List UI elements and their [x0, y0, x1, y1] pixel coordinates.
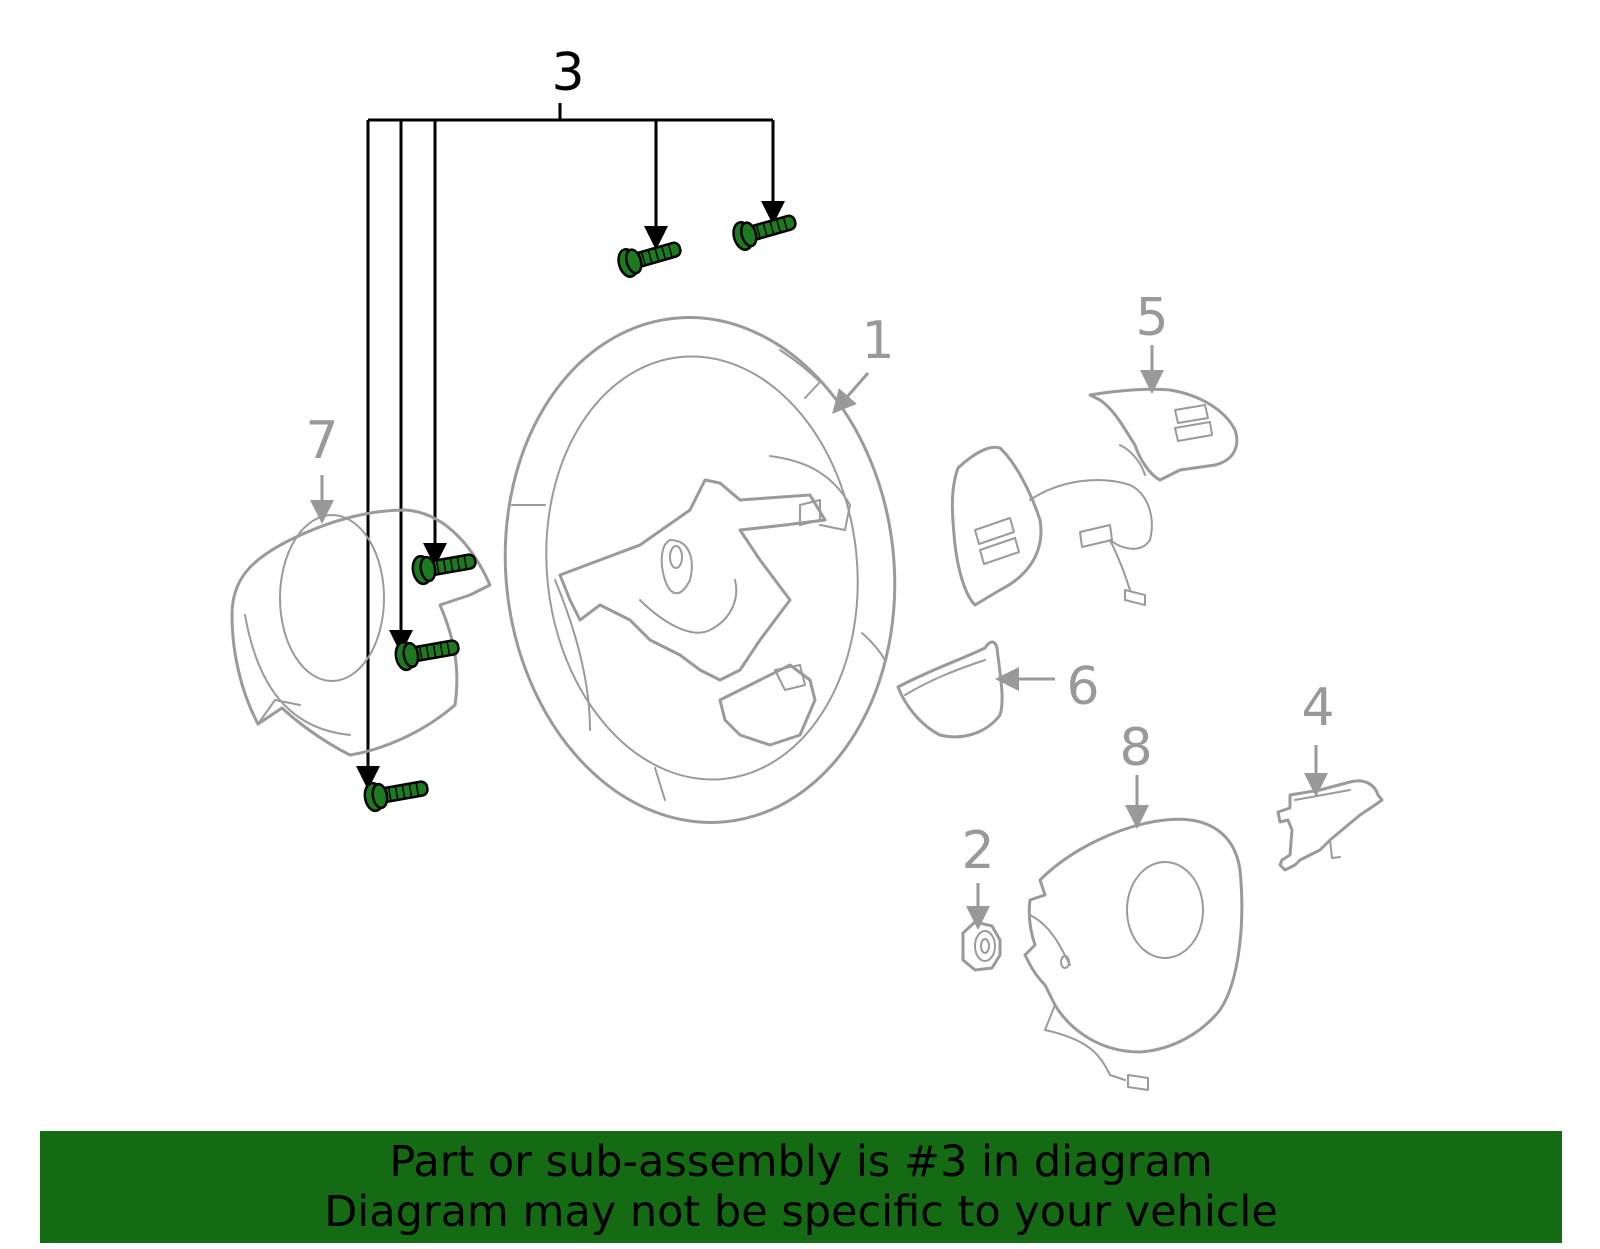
part-3-screw: [361, 772, 431, 814]
part-1-steering-wheel: [503, 316, 897, 824]
part-3-screw: [614, 233, 686, 281]
callout-7: 7: [305, 411, 338, 471]
callout-6: 6: [1066, 657, 1099, 717]
callout-1: 1: [861, 311, 894, 371]
info-banner: Part or sub-assembly is #3 in diagram Di…: [40, 1131, 1562, 1243]
part-3-screw: [729, 206, 801, 254]
part-6-cover: [896, 640, 1004, 739]
callout-4: 4: [1301, 678, 1334, 738]
part-5-switch-assembly: [950, 387, 1239, 607]
banner-line-1: Part or sub-assembly is #3 in diagram: [389, 1137, 1213, 1187]
part-7-back-cover: [230, 508, 492, 757]
part-2-nut: [961, 920, 1002, 972]
callout-5: 5: [1135, 288, 1168, 348]
banner-line-2: Diagram may not be specific to your vehi…: [324, 1187, 1278, 1237]
callout-3: 3: [551, 43, 584, 103]
callout-2: 2: [961, 821, 994, 881]
callout-3-leader-bracket: [356, 103, 785, 790]
part-3-screw: [409, 545, 479, 587]
part-8-airbag-module: [1023, 817, 1244, 1091]
part-4-bracket: [1276, 779, 1384, 872]
callout-8: 8: [1119, 718, 1152, 778]
